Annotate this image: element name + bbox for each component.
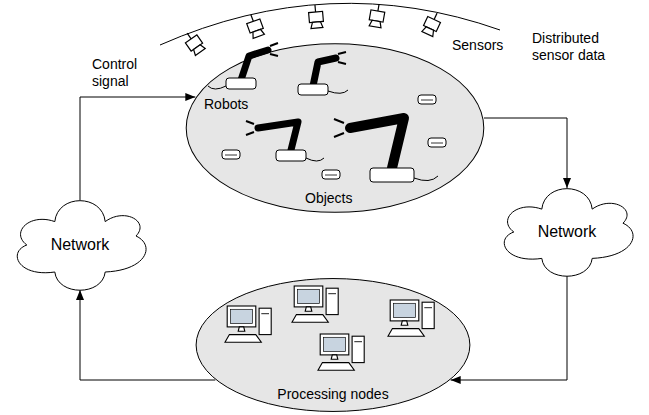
- robot-gripper: [338, 52, 346, 64]
- object-body: [222, 150, 240, 159]
- object-line: [225, 155, 237, 156]
- edge-label: Distributed sensor data: [532, 30, 632, 64]
- connector: [484, 118, 571, 188]
- robot-link: [313, 58, 336, 86]
- robot-base: [276, 150, 306, 161]
- robot-base: [226, 78, 256, 89]
- sensor-arc: [160, 3, 500, 45]
- camera-sensor: [181, 29, 206, 56]
- robot-link: [241, 50, 268, 80]
- robot-workspace: RobotsObjects: [185, 43, 485, 213]
- object-body: [322, 170, 340, 179]
- node-label: Network: [538, 222, 597, 241]
- connector-line: [80, 290, 215, 380]
- network-cloud: Network: [497, 188, 637, 276]
- robot-gripper: [270, 43, 278, 56]
- node-label: Objects: [305, 190, 352, 207]
- robot-cable: [414, 176, 438, 181]
- camera-sensor: [421, 10, 443, 37]
- object-line: [431, 143, 443, 144]
- computer-icon: [388, 300, 434, 336]
- robot-arm: [208, 43, 278, 89]
- robot-arm: [246, 121, 324, 161]
- connector-line: [484, 118, 567, 188]
- connector: [80, 93, 195, 200]
- processing-cluster: Processing nodes: [195, 278, 471, 412]
- robot-cable: [328, 90, 348, 93]
- edge-label: Control signal: [92, 56, 154, 90]
- ellipse-outline: [185, 43, 485, 213]
- object-item: [428, 138, 446, 147]
- robot-arm: [334, 118, 438, 182]
- connector: [76, 290, 215, 380]
- object-body: [428, 138, 446, 147]
- robot-base: [370, 168, 414, 182]
- ellipse-shape: [196, 279, 470, 412]
- sensor-label: Sensors: [452, 37, 503, 54]
- robot-cable: [306, 158, 324, 161]
- cloud-shape: [17, 201, 146, 291]
- object-item: [222, 150, 240, 159]
- node-label: Network: [51, 235, 110, 254]
- object-line: [421, 100, 433, 101]
- camera-sensor: [244, 12, 265, 38]
- robot-gripper: [334, 119, 344, 137]
- robot-arm: [298, 52, 348, 95]
- connector-line: [451, 276, 567, 380]
- network-cloud: Network: [10, 200, 150, 290]
- object-line: [325, 175, 337, 176]
- robot-cable: [208, 86, 226, 89]
- object-item: [322, 170, 340, 179]
- arrowhead: [185, 93, 195, 101]
- object-body: [418, 95, 436, 104]
- computer-icon: [225, 306, 271, 342]
- ellipse-shape: [186, 44, 484, 213]
- arrowhead: [563, 178, 571, 188]
- computer-icon: [318, 334, 364, 370]
- object-item: [418, 95, 436, 104]
- computer-icon: [292, 286, 338, 322]
- node-label: Robots: [204, 96, 248, 113]
- node-label: Processing nodes: [277, 386, 388, 403]
- arrowhead: [76, 290, 84, 300]
- robot-link: [258, 122, 298, 150]
- connector: [451, 276, 567, 384]
- robot-gripper: [246, 121, 254, 135]
- connector-line: [80, 97, 195, 200]
- camera-sensor: [368, 3, 386, 28]
- camera-sensor: [308, 4, 324, 28]
- cloud-shape: [504, 189, 633, 277]
- robot-link: [350, 118, 404, 168]
- robot-base: [298, 84, 328, 95]
